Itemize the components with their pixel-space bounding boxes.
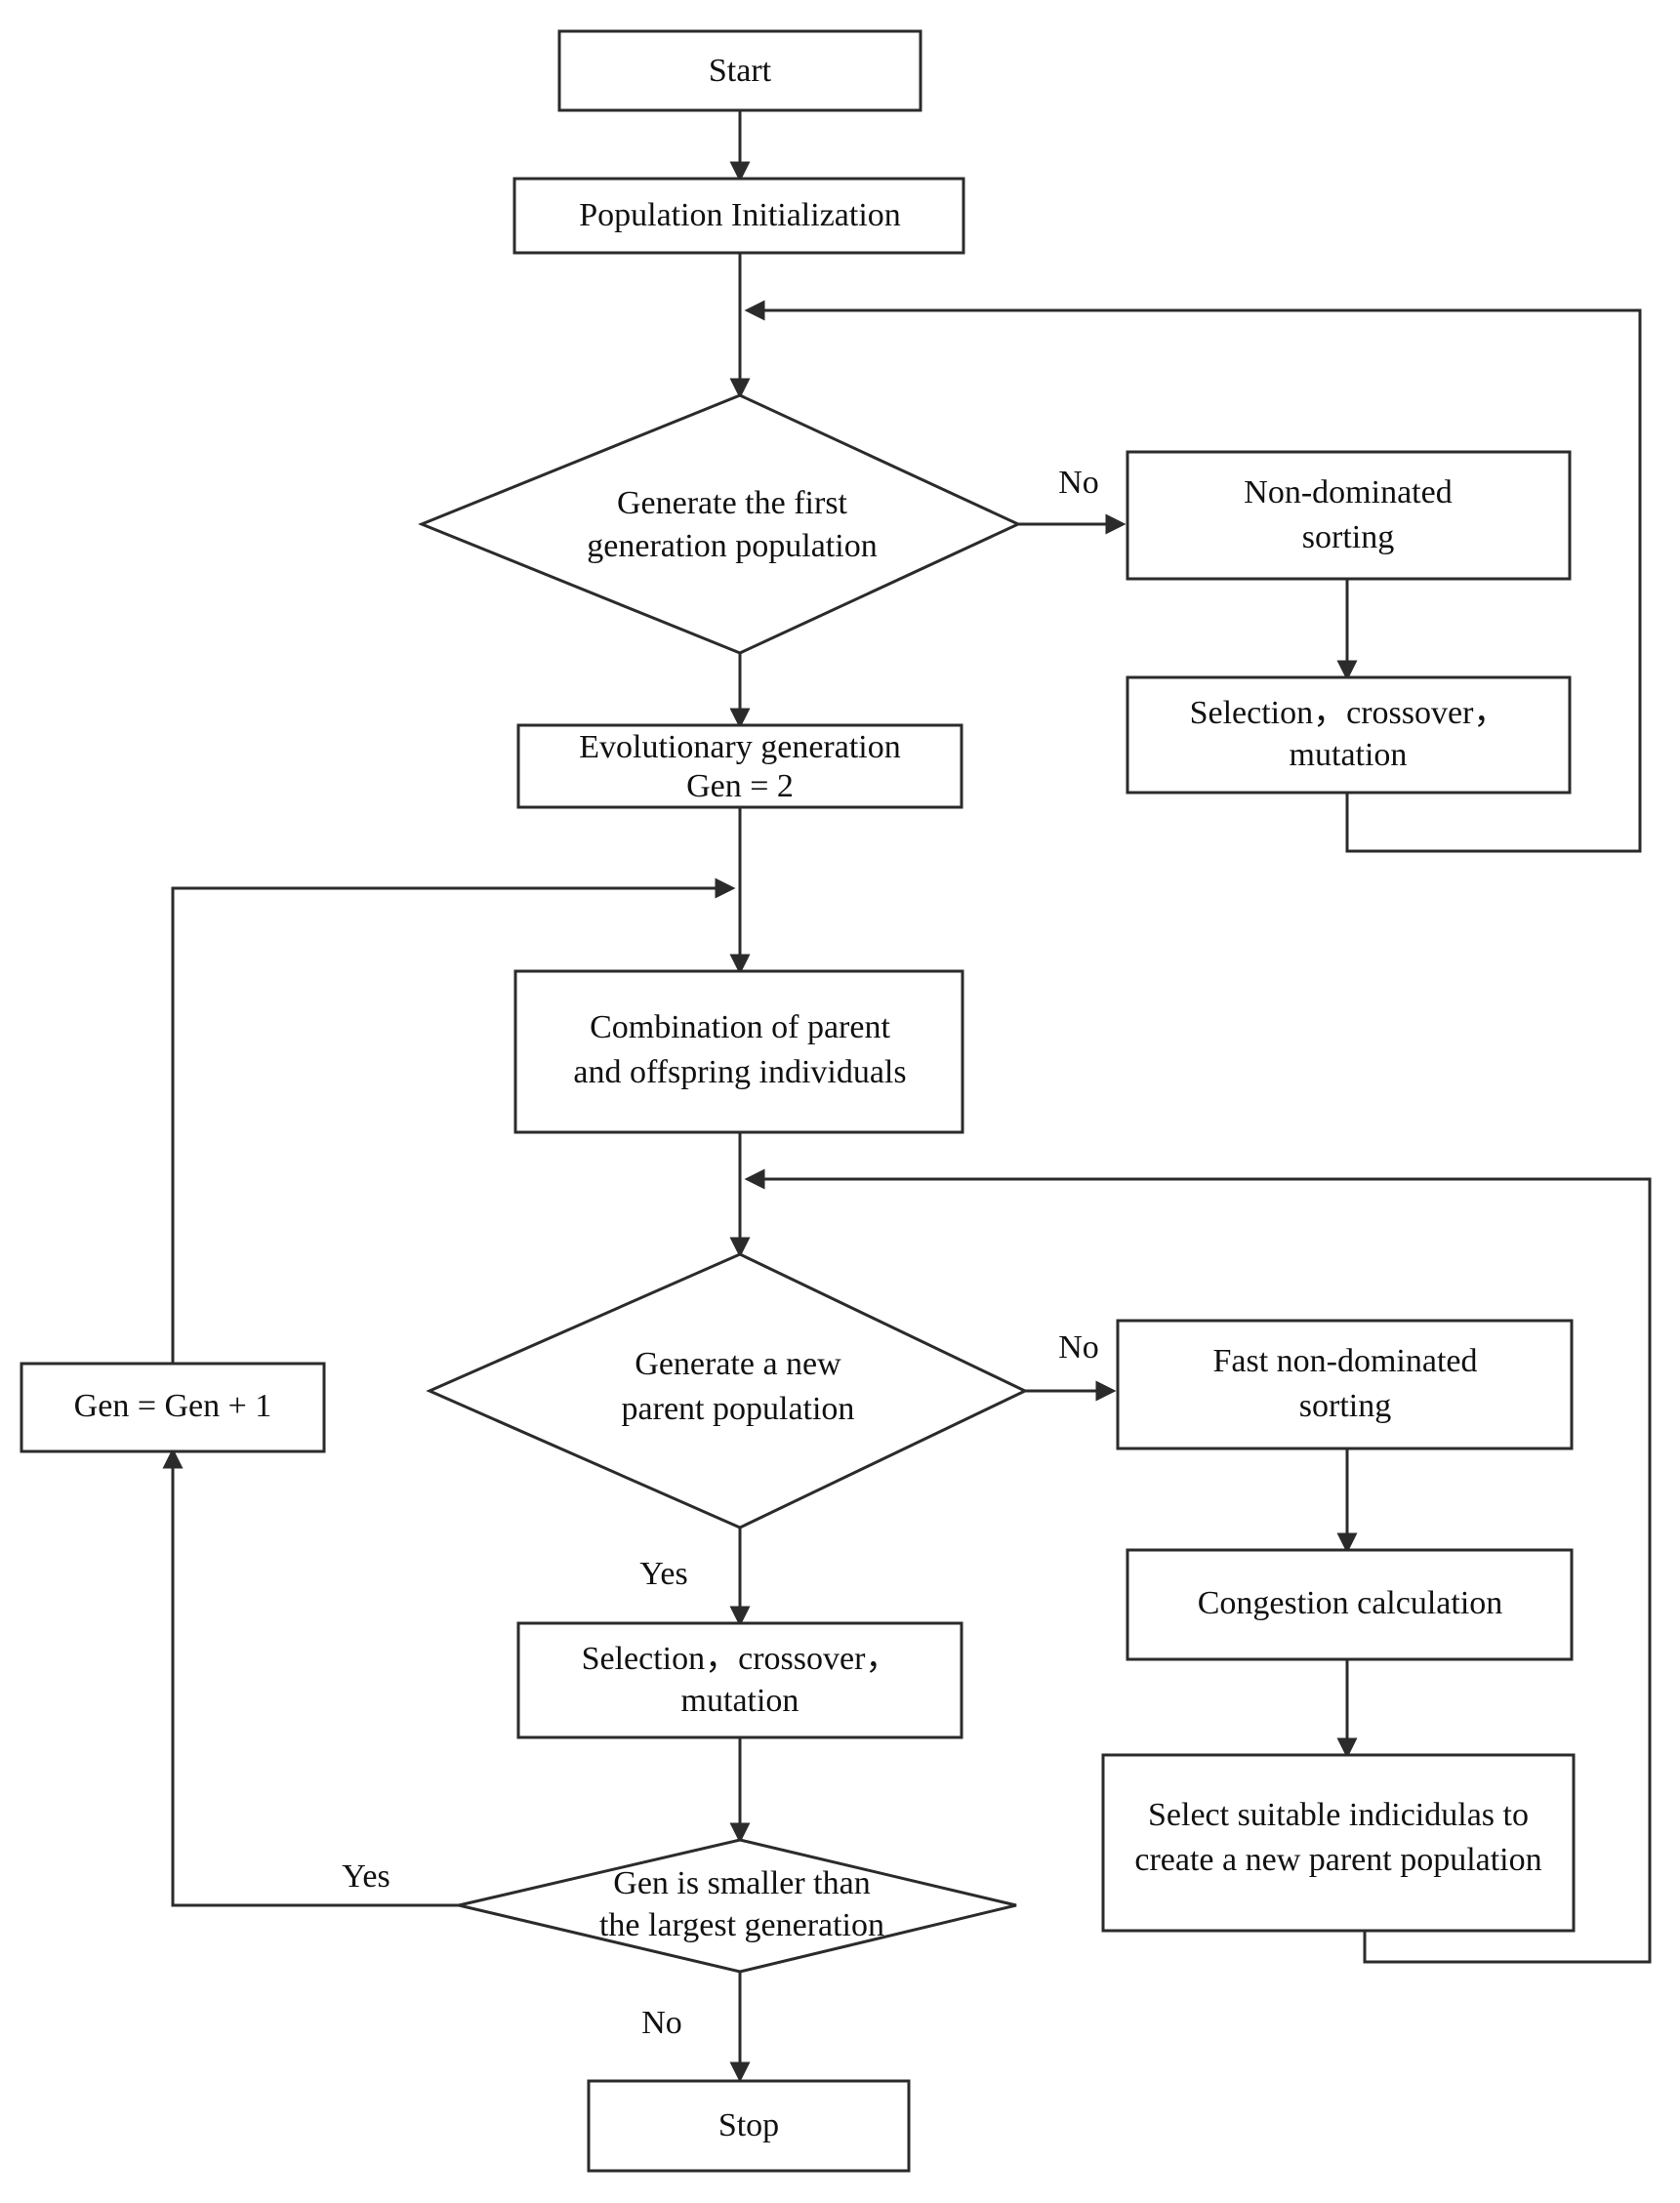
node-select-suitable-individuals[interactable]: Select suitable indicidulas to create a … — [1101, 1753, 1576, 1933]
edge-label-gen-smaller-no: No — [641, 2005, 682, 2041]
population-init-label: Population Initialization — [579, 197, 901, 233]
node-start[interactable]: Start — [557, 29, 922, 112]
generate-new-parent-population-diamond[interactable] — [426, 1252, 1029, 1530]
node-generate-first-generation[interactable]: Generate the first generation population — [418, 393, 1022, 655]
stop-box[interactable] — [587, 2079, 911, 2173]
gen-smaller-line2: the largest generation — [599, 1907, 884, 1943]
congestion-calculation-box[interactable] — [1126, 1548, 1574, 1661]
non-dominated-sorting-box[interactable] — [1126, 450, 1572, 581]
combination-line2: and offspring individuals — [573, 1054, 906, 1090]
non-dominated-sorting-line1: Non-dominated — [1244, 474, 1452, 510]
edge-label-new-parent-no: No — [1058, 1329, 1099, 1366]
start-box[interactable] — [557, 29, 922, 112]
gen-smaller-than-largest-diamond[interactable] — [458, 1838, 1017, 1974]
evolutionary-generation-line2: Gen = 2 — [686, 768, 794, 804]
node-non-dominated-sorting[interactable]: Non-dominated sorting — [1126, 450, 1572, 581]
fast-non-dominated-sorting-box[interactable] — [1116, 1319, 1574, 1450]
non-dominated-sorting-line2: sorting — [1302, 519, 1394, 555]
congestion-calculation-label: Congestion calculation — [1198, 1585, 1503, 1621]
evolutionary-generation-line1: Evolutionary generation — [579, 729, 901, 765]
selection-crossover-mutation-top-line1: Selection，crossover， — [1190, 695, 1507, 731]
node-gen-increment[interactable]: Gen = Gen + 1 — [20, 1362, 326, 1453]
generate-first-generation-line1: Generate the first — [617, 485, 848, 521]
generate-new-parent-population-line2: parent population — [622, 1391, 855, 1427]
start-label: Start — [709, 53, 772, 89]
node-selection-crossover-mutation-bottom[interactable]: Selection，crossover， mutation — [516, 1621, 963, 1739]
select-suitable-individuals-line1: Select suitable indicidulas to — [1148, 1797, 1529, 1833]
node-selection-crossover-mutation-top[interactable]: Selection，crossover， mutation — [1126, 675, 1572, 795]
node-gen-smaller-than-largest[interactable]: Gen is smaller than the largest generati… — [458, 1838, 1017, 1974]
edge-label-first-generation-no: No — [1058, 465, 1099, 501]
node-fast-non-dominated-sorting[interactable]: Fast non-dominated sorting — [1116, 1319, 1574, 1450]
stop-label: Stop — [718, 2107, 779, 2143]
node-combination-parent-offspring[interactable]: Combination of parent and offspring indi… — [513, 969, 964, 1134]
selection-crossover-mutation-bottom-line2: mutation — [681, 1683, 799, 1719]
combination-box[interactable] — [513, 969, 964, 1134]
node-stop[interactable]: Stop — [587, 2079, 911, 2173]
combination-line1: Combination of parent — [590, 1009, 890, 1045]
edge-top-feedback-loop — [744, 300, 1642, 853]
node-generate-new-parent-population[interactable]: Generate a new parent population — [426, 1252, 1029, 1530]
generate-new-parent-population-line1: Generate a new — [635, 1346, 841, 1382]
gen-increment-box[interactable] — [20, 1362, 326, 1453]
edge-right-feedback-loop — [744, 1168, 1652, 1964]
selection-crossover-mutation-top-box[interactable] — [1126, 675, 1572, 795]
generate-first-generation-line2: generation population — [587, 528, 877, 564]
gen-increment-label: Gen = Gen + 1 — [74, 1388, 272, 1424]
edge-label-new-parent-yes: Yes — [639, 1556, 687, 1592]
select-suitable-individuals-box[interactable] — [1101, 1753, 1576, 1933]
node-population-initialization[interactable]: Population Initialization — [512, 177, 965, 255]
gen-smaller-line1: Gen is smaller than — [613, 1865, 870, 1901]
selection-crossover-mutation-bottom-box[interactable] — [516, 1621, 963, 1739]
fast-non-dominated-sorting-line2: sorting — [1299, 1388, 1391, 1424]
evolutionary-generation-box[interactable] — [516, 723, 963, 809]
selection-crossover-mutation-top-line2: mutation — [1290, 737, 1408, 773]
edge-gen-increment-to-combination-trunk — [171, 877, 736, 1364]
select-suitable-individuals-line2: create a new parent population — [1134, 1842, 1541, 1878]
node-congestion-calculation[interactable]: Congestion calculation — [1126, 1548, 1574, 1661]
fast-non-dominated-sorting-line1: Fast non-dominated — [1212, 1343, 1477, 1379]
selection-crossover-mutation-bottom-line1: Selection，crossover， — [582, 1641, 899, 1677]
population-init-box[interactable] — [512, 177, 965, 255]
generate-first-generation-diamond[interactable] — [418, 393, 1022, 655]
node-evolutionary-generation[interactable]: Evolutionary generation Gen = 2 — [516, 723, 963, 809]
edge-label-gen-smaller-yes: Yes — [342, 1858, 389, 1895]
